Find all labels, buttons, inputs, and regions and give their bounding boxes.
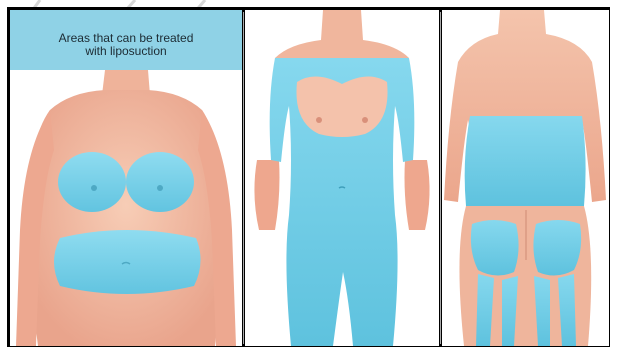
panel-divider (440, 12, 441, 344)
treated-area-chest-right (126, 152, 194, 212)
front-full-body-illustration (245, 10, 439, 346)
caption-banner: Areas that can be treated with liposucti… (10, 10, 242, 70)
treated-area-buttock-right (533, 220, 581, 276)
back-full-body-illustration (442, 10, 609, 346)
caption-line-1: Areas that can be treated (10, 10, 242, 45)
panel-front-upper-body: Areas that can be treated with liposucti… (10, 10, 242, 346)
treated-area-chest-left (58, 152, 126, 212)
caption-line-2: with liposuction (10, 45, 242, 58)
panel-back-full-body (442, 10, 609, 346)
panel-front-full-body (245, 10, 439, 346)
panel-divider (243, 12, 244, 344)
chest-untreated (296, 76, 387, 137)
treated-area-lower-back (465, 116, 586, 206)
treated-area-buttock-left (471, 220, 519, 276)
